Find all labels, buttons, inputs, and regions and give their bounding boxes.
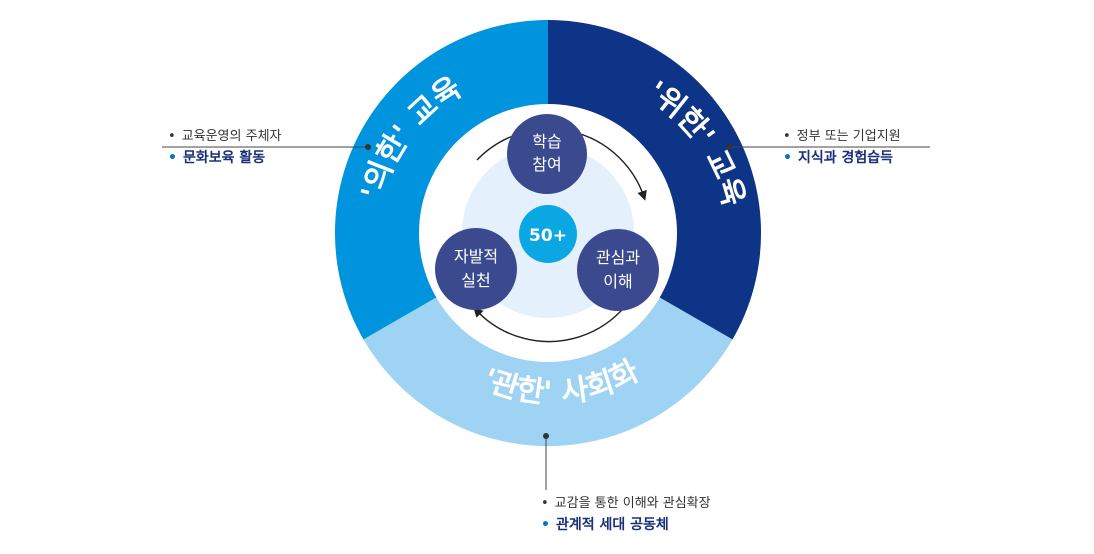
callout-bottom-sub: •교감을 통한 이해와 관심확장: [541, 494, 711, 514]
node-practice-line1: 자발적: [454, 247, 498, 266]
node-learning-line1: 학습: [532, 132, 561, 151]
node-practice-line2: 실천: [461, 271, 490, 290]
node-interest-circle: [577, 229, 659, 311]
callout-bottom-main: •관계적 세대 공동체: [541, 514, 711, 536]
callout-right-main: •지식과 경험습득: [783, 147, 901, 169]
bullet-icon: •: [541, 517, 550, 533]
center-label: 50+: [529, 226, 567, 246]
callout-bottom-dot: [543, 433, 549, 439]
callout-bottom: •교감을 통한 이해와 관심확장 •관계적 세대 공동체: [541, 494, 711, 536]
node-practice-circle: [435, 228, 517, 310]
node-interest-line1: 관심과: [596, 248, 640, 267]
callout-left: •교육운영의 주체자 •문화보육 활동: [168, 127, 281, 169]
center-circle: [519, 205, 577, 263]
segment-bottom: [363, 284, 733, 447]
callout-left-main: •문화보육 활동: [168, 147, 281, 169]
node-interest-line2: 이해: [603, 272, 632, 291]
node-learning-line2: 참여: [532, 155, 561, 174]
node-learning-circle: [507, 114, 587, 194]
bullet-icon: •: [168, 150, 177, 166]
bullet-icon: •: [541, 496, 549, 511]
callout-right: •정부 또는 기업지원 •지식과 경험습득: [783, 127, 901, 169]
callout-left-dot: [365, 144, 371, 150]
bullet-icon: •: [168, 129, 176, 144]
callout-left-sub: •교육운영의 주체자: [168, 127, 281, 147]
bullet-icon: •: [783, 150, 792, 166]
callout-right-dot: [726, 144, 732, 150]
callout-right-sub: •정부 또는 기업지원: [783, 127, 901, 147]
bullet-icon: •: [783, 129, 791, 144]
